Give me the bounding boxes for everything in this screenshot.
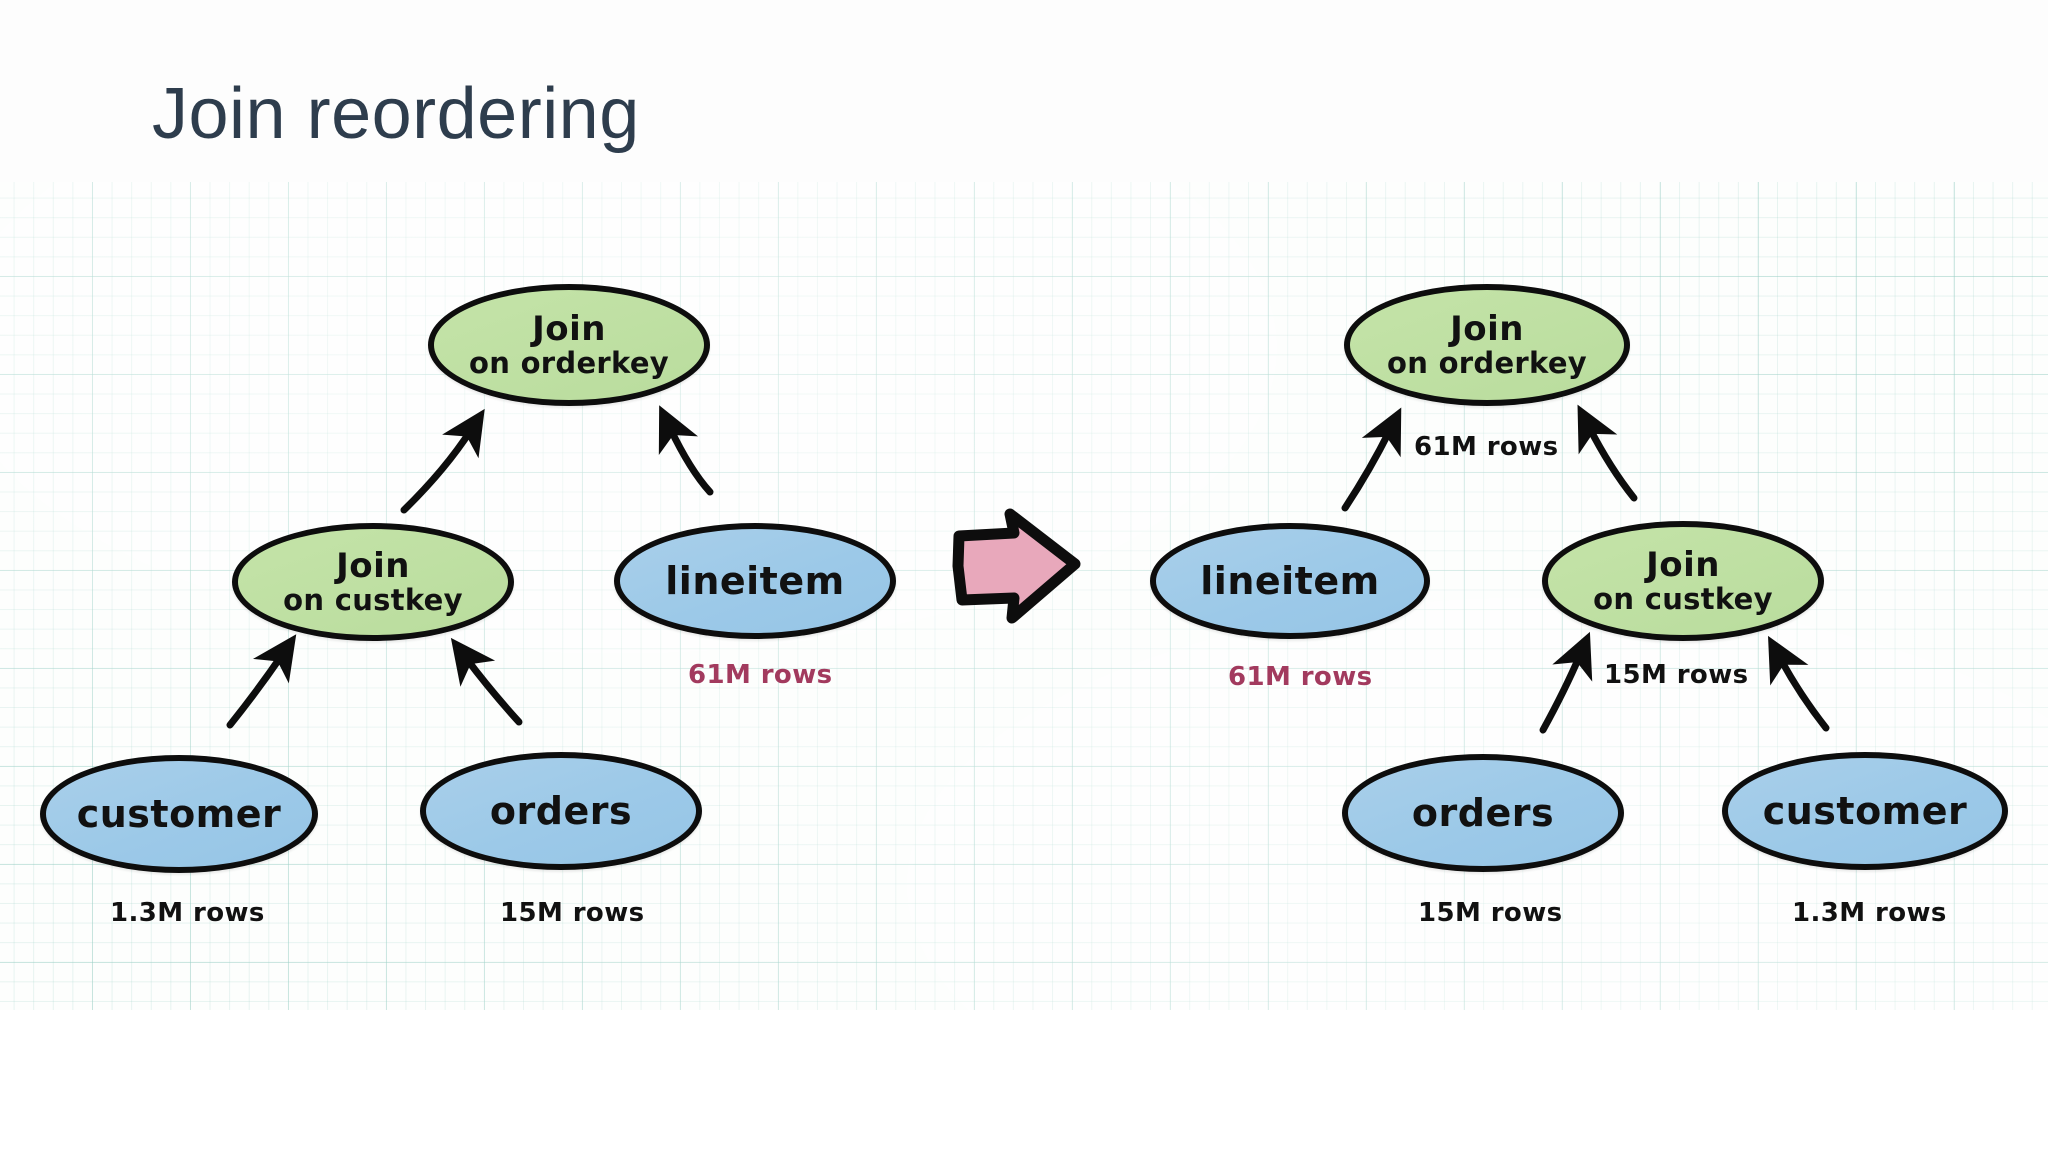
row-count-orders-left: 15M rows [500,898,645,928]
node-label-primary: Join [1646,544,1720,585]
node-label-secondary: on custkey [283,582,463,617]
node-table-orders-right[interactable]: orders [1342,754,1624,872]
node-table-customer-left[interactable]: customer [40,755,318,873]
row-count-custkey-right: 15M rows [1604,660,1749,690]
node-label-primary: orders [489,788,633,833]
row-count-orders-right: 15M rows [1418,898,1563,928]
row-count-lineitem-left: 61M rows [688,660,833,690]
right-arrow-icon [952,508,1081,624]
node-join-on-custkey-right[interactable]: Join on custkey [1542,521,1824,641]
node-table-orders-left[interactable]: orders [420,752,702,870]
node-table-lineitem-right[interactable]: lineitem [1150,523,1430,639]
node-table-customer-right[interactable]: customer [1722,752,2008,870]
node-label-secondary: on orderkey [469,345,669,380]
row-count-customer-left: 1.3M rows [110,898,265,928]
node-label-primary: Join [336,545,410,586]
row-count-lineitem-right: 61M rows [1228,662,1373,692]
page-title: Join reordering [152,74,640,154]
node-label-primary: Join [532,308,606,349]
node-join-on-orderkey-left[interactable]: Join on orderkey [428,284,710,406]
node-label-primary: customer [76,791,282,836]
node-label-primary: lineitem [1200,558,1380,603]
slide-footer: Starburst © 2018 18 [0,1010,2048,1152]
node-join-on-custkey-left[interactable]: Join on custkey [232,523,514,641]
node-label-primary: customer [1762,788,1968,833]
node-label-primary: Join [1450,308,1524,349]
node-table-lineitem-left[interactable]: lineitem [614,523,896,639]
node-join-on-orderkey-right[interactable]: Join on orderkey [1344,284,1630,406]
row-count-customer-right: 1.3M rows [1792,898,1947,928]
node-label-secondary: on custkey [1593,581,1773,616]
node-label-secondary: on orderkey [1387,345,1587,380]
node-label-primary: lineitem [665,558,845,603]
node-label-primary: orders [1411,790,1555,835]
row-count-orderkey-right: 61M rows [1414,432,1559,462]
